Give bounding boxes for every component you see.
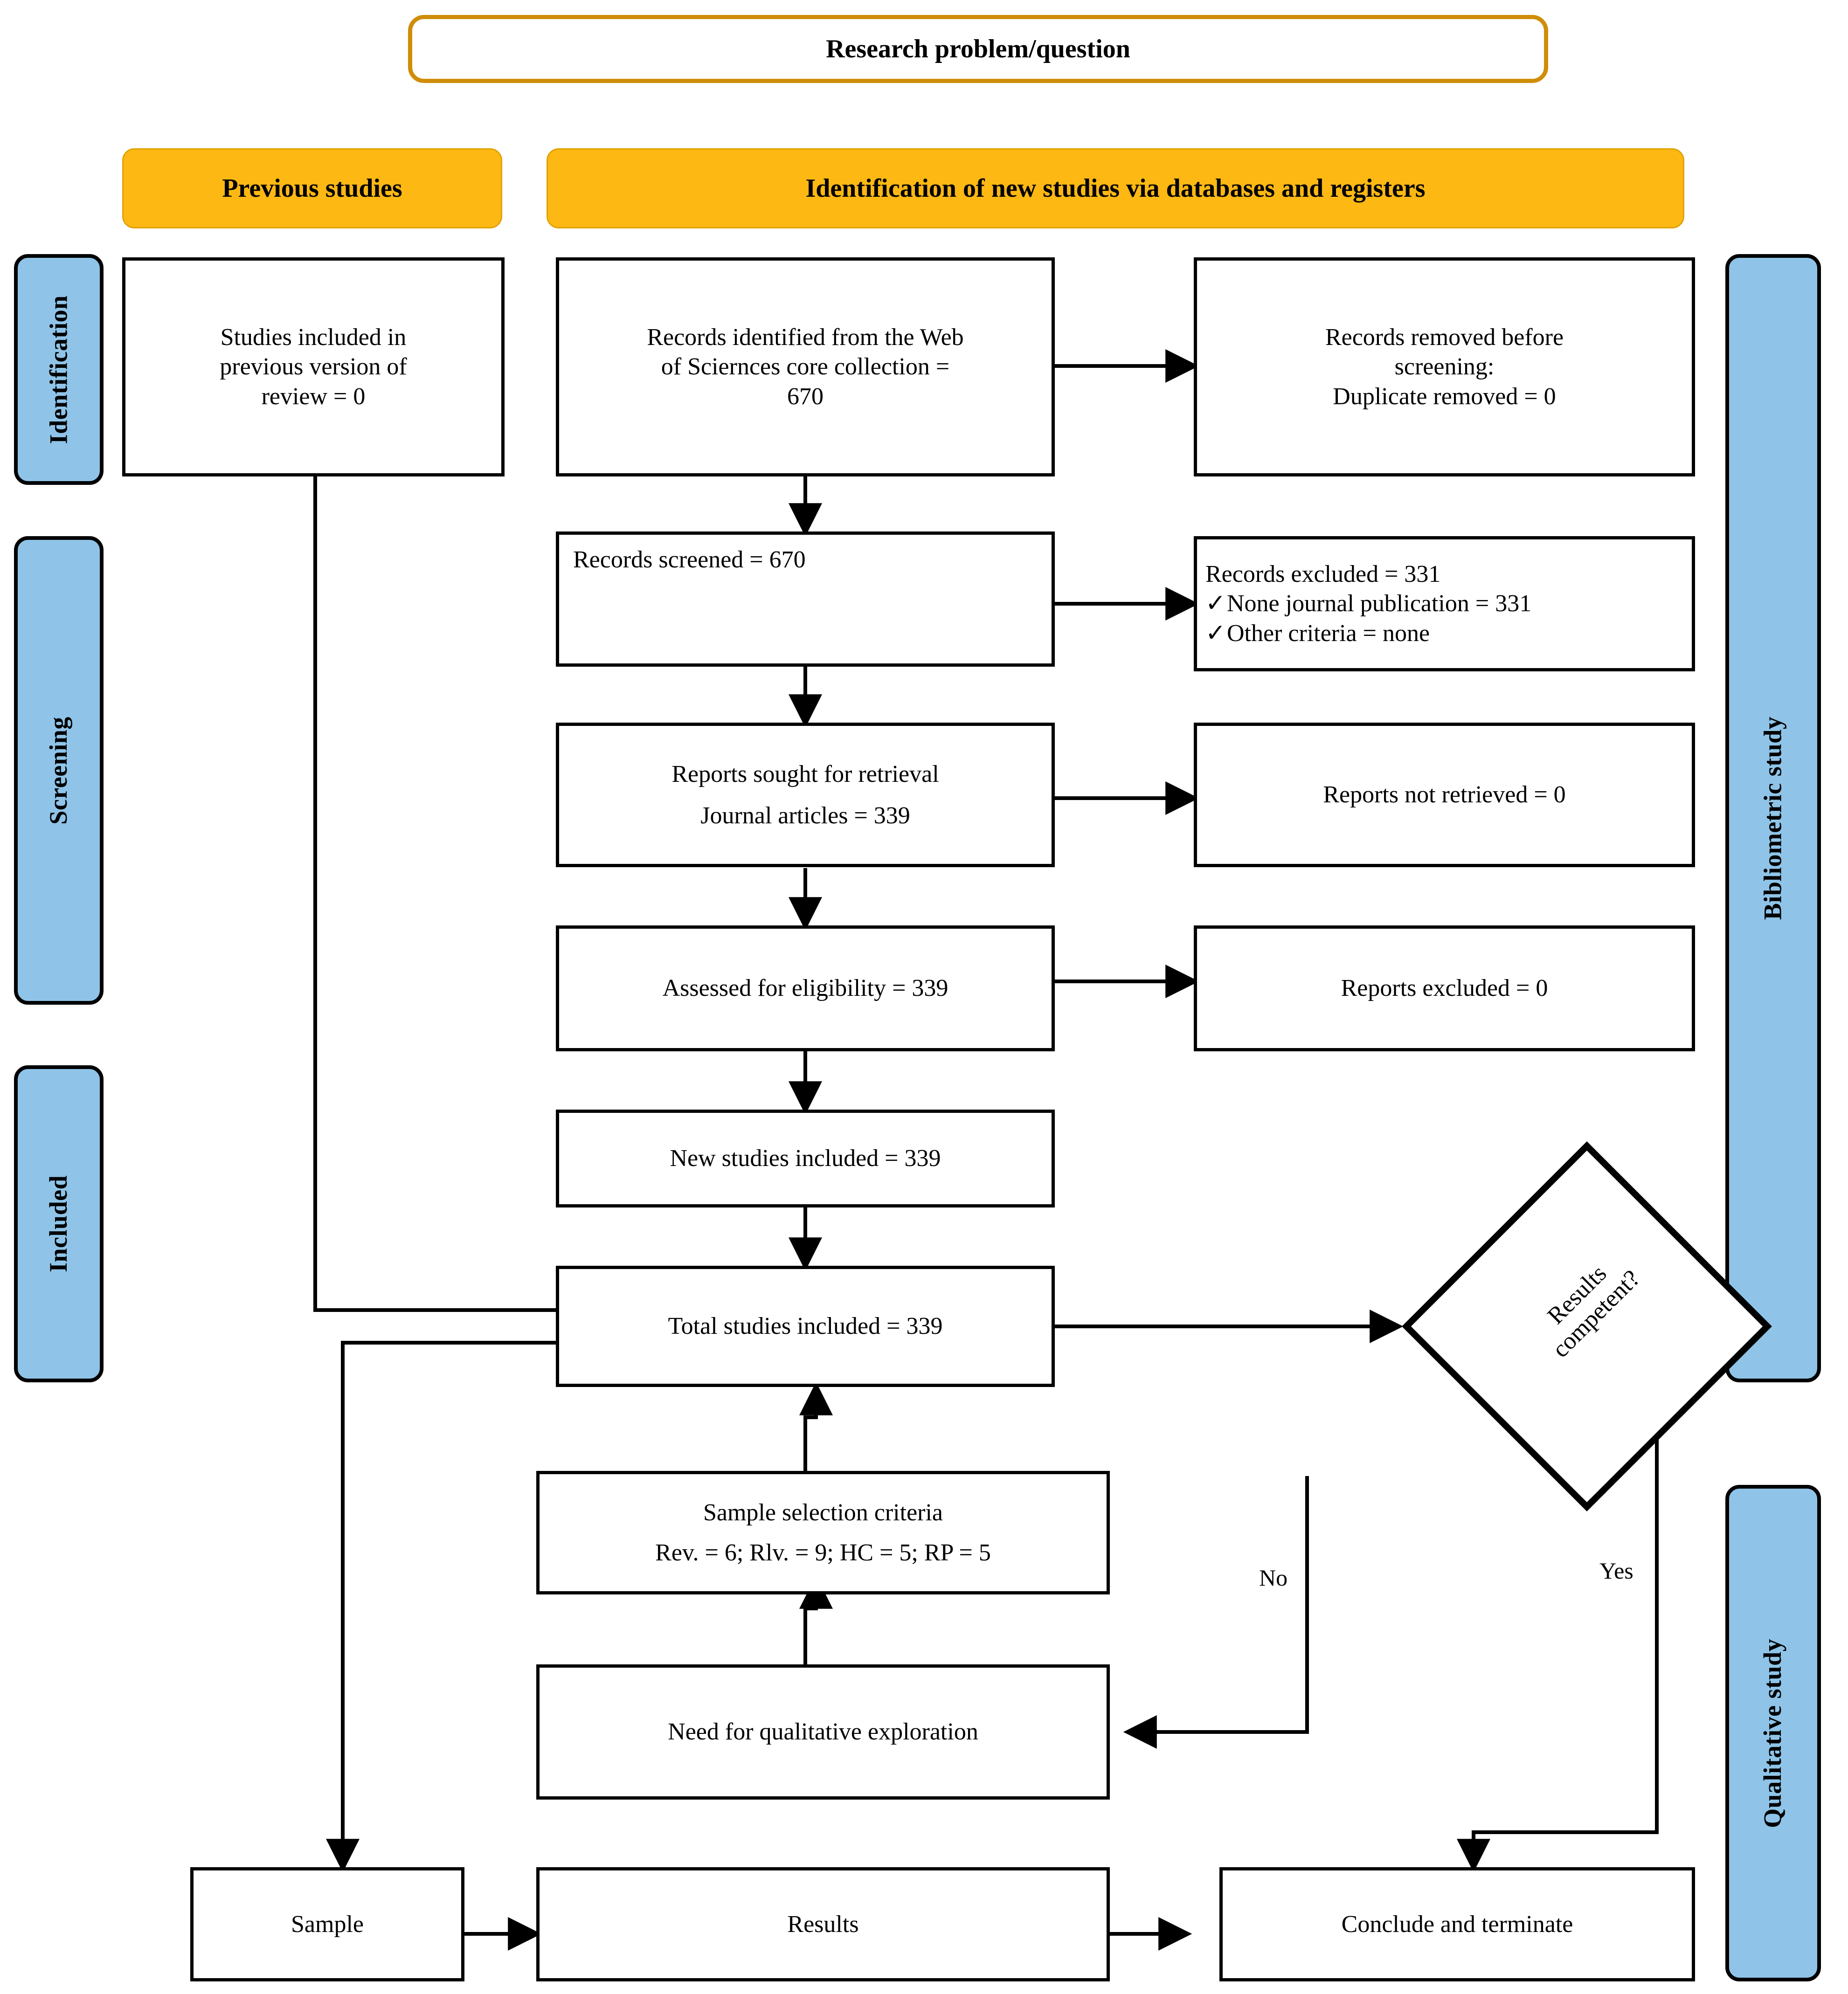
box-reports-not-retrieved-line1: Reports not retrieved = 0 — [1323, 781, 1566, 808]
stage-tab-identification-label: Identification — [44, 295, 73, 444]
box-records-excluded-line3-row: ✓Other criteria = none — [1205, 619, 1531, 648]
box-reports-sought: Reports sought for retrieval Journal art… — [556, 723, 1055, 867]
box-records-removed-line2: screening: — [1394, 353, 1495, 380]
diamond-shape — [1402, 1141, 1772, 1511]
box-reports-sought-line1: Reports sought for retrieval — [671, 760, 939, 787]
research-question-banner: Research problem/question — [408, 15, 1548, 83]
box-need-qualitative: Need for qualitative exploration — [536, 1664, 1110, 1800]
box-reports-excluded: Reports excluded = 0 — [1194, 925, 1695, 1051]
box-previous-version-line3: review = 0 — [261, 383, 366, 410]
study-tab-bibliometric-label: Bibliometric study — [1758, 716, 1787, 920]
box-total-studies-line1: Total studies included = 339 — [668, 1313, 943, 1340]
box-records-removed-line3: Duplicate removed = 0 — [1333, 383, 1556, 410]
stage-tab-screening-label: Screening — [44, 716, 73, 825]
stage-tab-included: Included — [14, 1065, 104, 1382]
header-identification-new-studies: Identification of new studies via databa… — [547, 148, 1684, 228]
box-total-studies: Total studies included = 339 — [556, 1266, 1055, 1387]
box-sample-criteria: Sample selection criteria Rev. = 6; Rlv.… — [536, 1471, 1110, 1594]
study-tab-bibliometric: Bibliometric study — [1725, 254, 1821, 1382]
box-records-identified: Records identified from the Web of Scier… — [556, 257, 1055, 476]
box-new-studies: New studies included = 339 — [556, 1110, 1055, 1207]
box-sample-line1: Sample — [291, 1911, 364, 1938]
box-records-identified-line1: Records identified from the Web — [647, 324, 964, 351]
study-tab-qualitative: Qualitative study — [1725, 1485, 1821, 1981]
check-icon-2: ✓ — [1205, 620, 1226, 647]
box-records-excluded-line2: None journal publication = 331 — [1227, 590, 1532, 617]
box-results: Results — [536, 1867, 1110, 1981]
check-icon: ✓ — [1205, 590, 1226, 617]
box-records-removed-line1: Records removed before — [1325, 324, 1564, 351]
box-reports-not-retrieved: Reports not retrieved = 0 — [1194, 723, 1695, 867]
box-records-identified-line2: of Sciernces core collection = — [661, 353, 950, 380]
box-records-identified-line3: 670 — [787, 383, 824, 410]
decision-results-competent: Results competent? — [1398, 1138, 1776, 1515]
box-records-removed: Records removed before screening: Duplic… — [1194, 257, 1695, 476]
box-new-studies-line1: New studies included = 339 — [670, 1145, 941, 1172]
branch-label-yes: Yes — [1599, 1558, 1633, 1584]
study-tab-qualitative-label: Qualitative study — [1758, 1638, 1787, 1828]
box-records-excluded-line2-row: ✓None journal publication = 331 — [1205, 589, 1531, 618]
box-assessed-eligibility: Assessed for eligibility = 339 — [556, 925, 1055, 1051]
box-need-qualitative-line1: Need for qualitative exploration — [668, 1718, 978, 1746]
header-previous-studies-label: Previous studies — [222, 173, 402, 203]
header-identification-new-studies-label: Identification of new studies via databa… — [805, 173, 1426, 203]
box-results-line1: Results — [787, 1911, 859, 1938]
box-conclude-line1: Conclude and terminate — [1341, 1911, 1573, 1938]
box-records-excluded-line1: Records excluded = 331 — [1205, 560, 1441, 587]
box-records-screened: Records screened = 670 — [556, 531, 1055, 667]
box-assessed-eligibility-line1: Assessed for eligibility = 339 — [662, 975, 948, 1002]
box-previous-version: Studies included in previous version of … — [122, 257, 505, 476]
box-previous-version-line1: Studies included in — [220, 324, 407, 351]
box-reports-excluded-line1: Reports excluded = 0 — [1341, 975, 1548, 1002]
branch-label-no: No — [1259, 1565, 1288, 1591]
research-question-text: Research problem/question — [826, 34, 1130, 63]
box-sample-criteria-line1: Sample selection criteria — [703, 1499, 943, 1526]
box-reports-sought-line2: Journal articles = 339 — [700, 802, 910, 829]
box-records-screened-line1: Records screened = 670 — [573, 546, 806, 573]
header-previous-studies: Previous studies — [122, 148, 502, 228]
box-records-excluded: Records excluded = 331 ✓None journal pub… — [1194, 536, 1695, 671]
stage-tab-included-label: Included — [44, 1175, 73, 1273]
box-conclude: Conclude and terminate — [1219, 1867, 1695, 1981]
box-sample-criteria-line2: Rev. = 6; Rlv. = 9; HC = 5; RP = 5 — [655, 1539, 991, 1566]
stage-tab-screening: Screening — [14, 536, 104, 1005]
box-records-excluded-line3: Other criteria = none — [1227, 620, 1430, 647]
box-sample: Sample — [190, 1867, 464, 1981]
stage-tab-identification: Identification — [14, 254, 104, 485]
box-previous-version-line2: previous version of — [220, 353, 407, 380]
